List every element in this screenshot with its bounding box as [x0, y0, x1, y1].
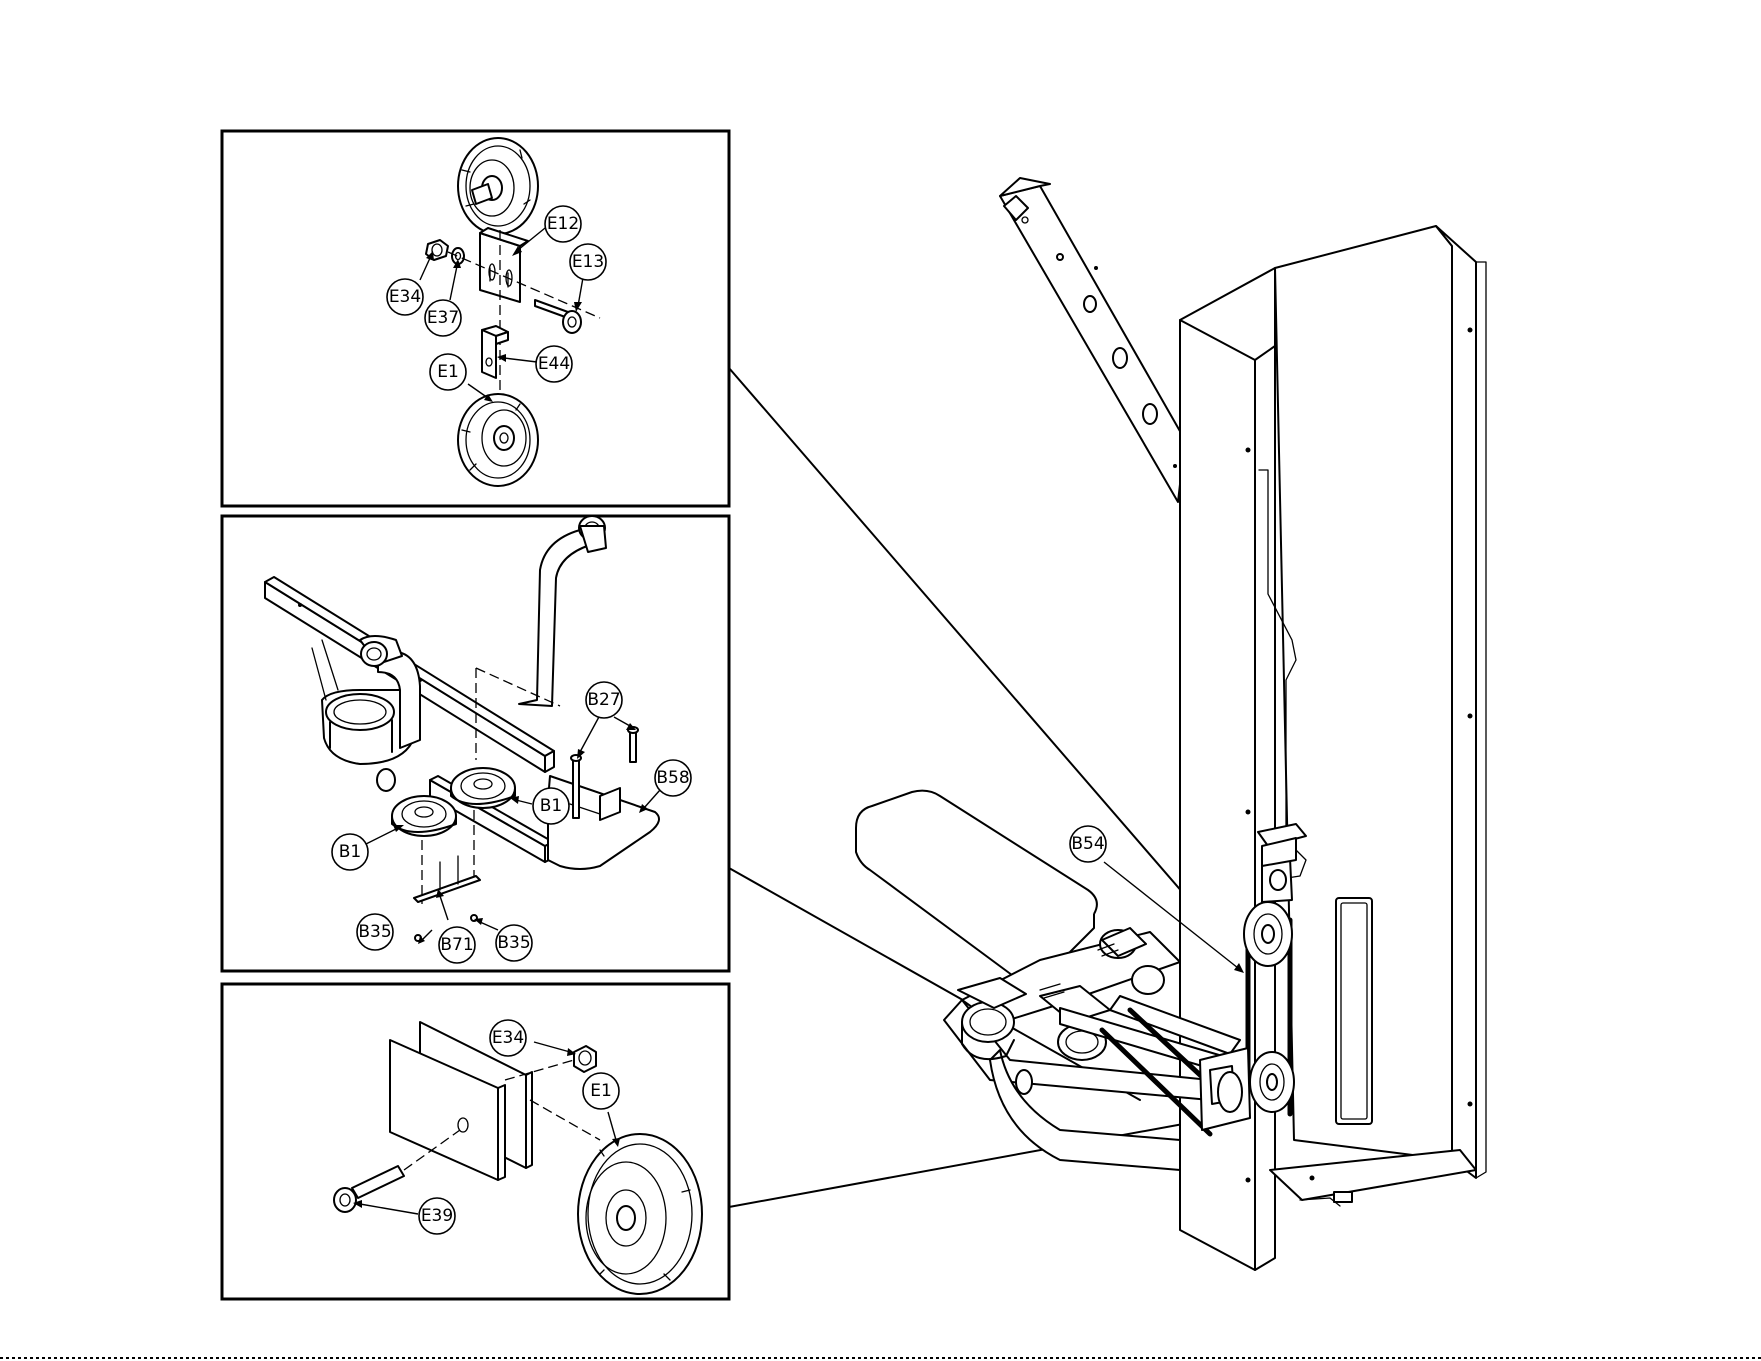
diagonal-press-arm	[1000, 178, 1185, 502]
retaining-clip	[482, 326, 508, 378]
callout-e44: E44	[536, 346, 572, 382]
callout-e34-upper-label: E34	[389, 287, 421, 307]
cable-pulley-lower	[1250, 1052, 1294, 1112]
callout-b71-label: B71	[440, 935, 473, 955]
callout-e1-lower: E1	[583, 1073, 619, 1109]
rear-tower-panel	[1275, 226, 1486, 1178]
callout-e37-label: E37	[427, 308, 459, 328]
callout-e13-label: E13	[572, 252, 604, 272]
base-foot	[1270, 1150, 1476, 1206]
pulley-wheel-lower	[458, 394, 538, 486]
callout-e37: E37	[425, 300, 461, 336]
detail-3-plate-pulley-assembly	[334, 1022, 702, 1294]
pulley-wheel-upper	[458, 138, 538, 234]
callout-b1-lower-label: B1	[339, 842, 361, 862]
callout-b1-upper-label: B1	[540, 796, 562, 816]
nut-lower	[574, 1046, 596, 1072]
callout-e34-lower-label: E34	[492, 1028, 524, 1048]
callout-b35-left-label: B35	[358, 922, 391, 942]
callout-b35-right-label: B35	[497, 933, 530, 953]
callout-e39: E39	[419, 1198, 455, 1234]
axle-bolt-upper	[535, 300, 581, 333]
callout-e1-lower-label: E1	[590, 1081, 612, 1101]
pulley-b1-upper	[451, 768, 515, 808]
pin-b27-left	[571, 755, 581, 818]
callout-b71: B71	[439, 927, 475, 963]
main-machine-view	[856, 178, 1486, 1270]
pulley-wheel-large	[578, 1134, 702, 1294]
pin-b27-right	[628, 727, 638, 762]
pin-strip	[414, 856, 480, 902]
handle-tube	[519, 516, 606, 706]
callout-e44-label: E44	[538, 354, 570, 374]
lower-bracket	[1200, 1048, 1250, 1130]
callout-b27-label: B27	[587, 690, 620, 710]
callout-e12-label: E12	[547, 214, 579, 234]
callout-b58: B58	[655, 760, 691, 796]
callout-b54-label: B54	[1071, 834, 1104, 854]
callout-e39-label: E39	[421, 1206, 453, 1226]
callout-b54: B54	[1070, 826, 1106, 862]
pulley-b1-lower	[392, 796, 456, 836]
callout-b1-lower: B1	[332, 834, 368, 870]
detail-2-lever-pulley-assembly	[265, 516, 659, 941]
callout-b58-label: B58	[656, 768, 689, 788]
callout-e1-upper-label: E1	[437, 362, 459, 382]
callout-e13: E13	[570, 244, 606, 280]
callout-b35-right: B35	[496, 925, 532, 961]
callout-e34-upper: E34	[387, 279, 423, 315]
callout-e1-upper: E1	[430, 354, 466, 390]
callout-b1-upper: B1	[533, 788, 569, 824]
mount-plate	[548, 776, 659, 869]
callout-e34-lower: E34	[490, 1020, 526, 1056]
callout-b35-left: B35	[357, 914, 393, 950]
callout-b27: B27	[586, 682, 622, 718]
callout-e12: E12	[545, 206, 581, 242]
